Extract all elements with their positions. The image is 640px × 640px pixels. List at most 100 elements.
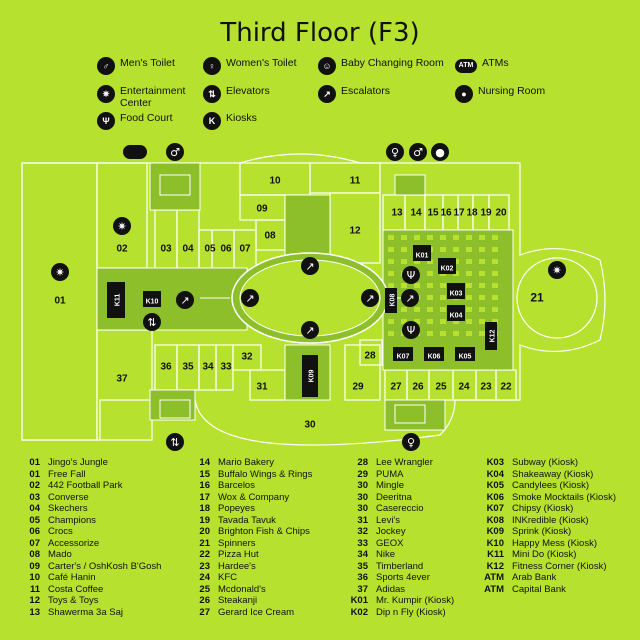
directory-name: Spinners [218,537,256,549]
escalator-icon: ↗ [301,257,319,275]
seating-table [388,235,394,240]
directory-name: Chipsy (Kiosk) [512,503,574,514]
directory-code: 30 [357,503,368,514]
legend-label: Men's Toilet [120,57,175,69]
unit-label-u18: 18 [466,208,478,219]
directory-entry: 26 Steakanji [184,595,312,607]
svg-text:✷: ✷ [117,220,126,233]
directory-code: 12 [29,595,40,606]
atm-icon [123,145,147,159]
seating-table [388,259,394,264]
unit-label-u37: 37 [116,374,128,385]
directory-name: Jingo's Jungle [48,457,108,468]
seating-table [414,319,420,324]
directory-name: Wox & Company [218,491,290,503]
directory-name: Mario Bakery [218,457,274,468]
directory-code: 03 [29,491,40,503]
seating-table [401,319,407,324]
directory-name: Steakanji [218,595,258,606]
seating-table [440,235,446,240]
unit-label-u06: 06 [220,244,232,255]
food-court-icon: Ψ [402,321,420,339]
directory-name: Happy Mess (Kiosk) [512,537,597,549]
seating-table [453,247,459,252]
unit-label-u34: 34 [202,362,214,373]
directory-code: K06 [486,491,504,503]
legend-item: ☺Baby Changing Room [318,57,444,75]
unit-label-u22: 22 [500,382,512,393]
kiosk-label-k07: K07 [397,354,410,361]
unit-label-u09: 09 [256,204,268,215]
directory-name: Shakeaway (Kiosk) [512,468,594,480]
kiosk-label-k11: K11 [115,294,122,307]
seating-table [466,259,472,264]
seating-table [479,295,485,300]
directory-code: 30 [357,480,368,491]
directory-code: 19 [199,514,210,526]
nursing-room-icon: ● [455,85,473,103]
seating-table [401,247,407,252]
floor-title: Third Floor (F3) [220,18,420,48]
directory-code: 31 [357,514,368,526]
mens-toilet-icon: ♂ [409,143,427,161]
seating-table [427,319,433,324]
legend-item: ●Nursing Room [455,85,545,103]
seating-table [492,271,498,276]
seating-table [440,307,446,312]
atm-icon: ATM [455,59,477,73]
seating-table [479,235,485,240]
unit-label-u20: 20 [495,208,507,219]
directory-code: K09 [486,526,504,537]
directory-code: 04 [29,503,40,514]
seating-table [492,307,498,312]
unit-label-u08: 08 [264,231,276,242]
unit-label-u29: 29 [352,382,364,393]
womens-toilet-icon: ♀ [203,57,221,75]
seating-table [453,319,459,324]
seating-table [492,283,498,288]
directory-name: Café Hanin [48,572,96,583]
directory-code: 26 [199,595,210,606]
directory-name: Jockey [376,526,406,537]
directory-name: Arab Bank [512,572,557,583]
entertainment-icon: ✷ [113,217,131,235]
directory-code: 36 [357,572,368,583]
unit-label-u17: 17 [453,208,465,219]
kiosk-label-k09: K09 [309,369,316,382]
elevator-icon: ⇅ [166,433,184,451]
unit-label-u15: 15 [427,208,439,219]
unit-label-u19: 19 [480,208,492,219]
legend-label: Escalators [341,85,391,97]
directory-name: Timberland [376,560,424,572]
directory-code: 13 [29,606,40,618]
escalator-icon: ↗ [241,289,259,307]
seating-table [479,307,485,312]
seating-table [388,319,394,324]
seating-table [466,331,472,336]
directory-name: Sports 4ever [376,572,430,583]
unit-label-u32: 32 [241,352,253,363]
seating-table [388,331,394,336]
kiosk-label-k08: K08 [390,293,397,306]
kiosk-label-k12: K12 [490,329,497,342]
directory-code: 01 [29,457,40,468]
directory-name: Brighton Fish & Chips [218,526,310,537]
svg-text:⇅: ⇅ [147,316,156,329]
directory-name: Mingle [376,480,404,491]
kiosk-label-k01: K01 [416,253,429,260]
seating-table [479,283,485,288]
directory-name: Crocs [48,526,73,537]
